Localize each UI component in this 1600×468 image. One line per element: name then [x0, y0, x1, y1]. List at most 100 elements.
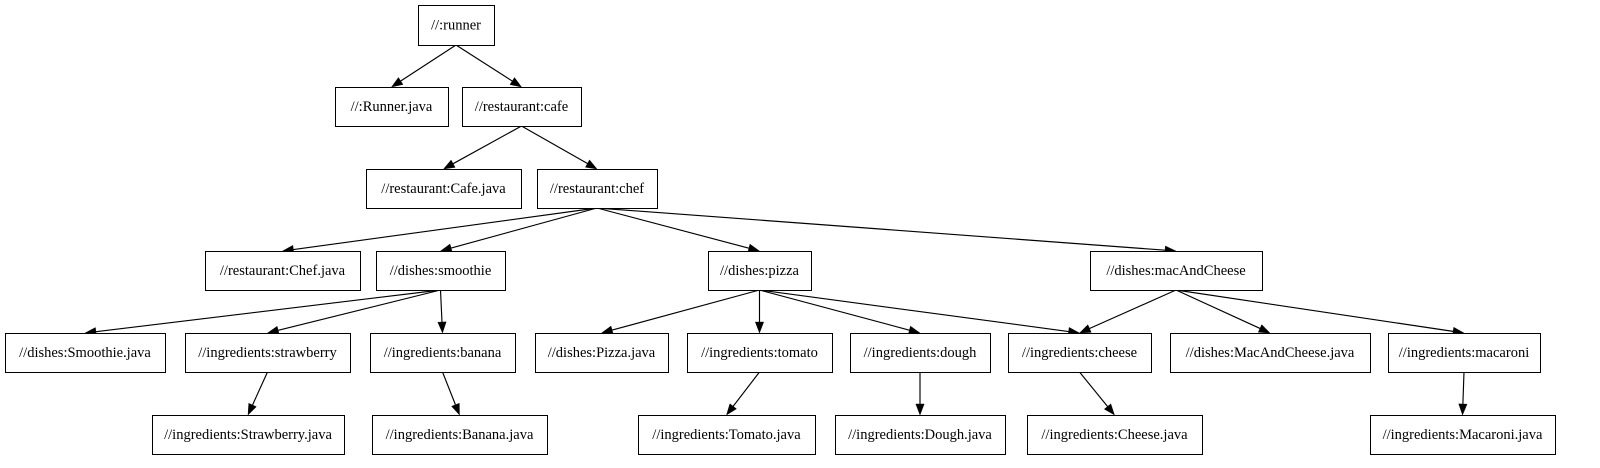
graph-edge: [596, 207, 1166, 251]
graph-node-ing_tomato[interactable]: //ingredients:tomato: [687, 333, 833, 373]
node-label: //restaurant:cafe: [475, 99, 568, 115]
graph-node-ing_dough[interactable]: //ingredients:dough: [850, 333, 991, 373]
graph-node-chef_java[interactable]: //restaurant:Chef.java: [205, 251, 361, 291]
graph-node-restaurant_chef[interactable]: //restaurant:chef: [537, 169, 658, 209]
graph-edge: [452, 125, 522, 165]
graph-node-banana_java[interactable]: //ingredients:Banana.java: [372, 415, 548, 455]
graph-edge-arrowhead: [437, 321, 447, 334]
node-label: //dishes:MacAndCheese.java: [1186, 345, 1355, 361]
node-label: //ingredients:Tomato.java: [652, 427, 801, 443]
node-label: //ingredients:tomato: [701, 345, 818, 361]
node-label: //ingredients:banana: [384, 345, 502, 361]
graph-node-ing_strawberry[interactable]: //ingredients:strawberry: [185, 333, 351, 373]
node-box[interactable]: [537, 169, 658, 209]
node-label: //ingredients:cheese: [1022, 345, 1137, 361]
node-label: //ingredients:strawberry: [198, 345, 337, 361]
graph-node-runner_java[interactable]: //:Runner.java: [335, 87, 449, 127]
node-box[interactable]: [205, 251, 361, 291]
graph-edge-arrowhead: [726, 403, 737, 416]
graph-edge-arrowhead: [1078, 324, 1092, 334]
graph-node-tomato_java[interactable]: //ingredients:Tomato.java: [638, 415, 816, 455]
graph-edge-arrowhead: [600, 325, 614, 335]
node-label: //ingredients:macaroni: [1399, 345, 1529, 361]
graph-edge: [1175, 289, 1454, 332]
graph-edge-arrowhead: [1103, 403, 1115, 416]
node-label: //ingredients:Banana.java: [386, 427, 534, 443]
node-box[interactable]: [835, 415, 1006, 455]
graph-node-macand_java[interactable]: //dishes:MacAndCheese.java: [1170, 333, 1371, 373]
node-box[interactable]: [1370, 415, 1556, 455]
graph-edge-arrowhead: [1257, 324, 1271, 334]
graph-edge: [1462, 371, 1465, 405]
node-box[interactable]: [376, 251, 506, 291]
node-box[interactable]: [1388, 333, 1541, 373]
graph-edge-arrowhead: [908, 325, 921, 335]
node-label: //ingredients:Cheese.java: [1041, 427, 1188, 443]
node-box[interactable]: [708, 251, 812, 291]
graph-node-strawberry_java[interactable]: //ingredients:Strawberry.java: [152, 415, 345, 455]
graph-edge: [732, 371, 760, 407]
node-label: //ingredients:Macaroni.java: [1383, 427, 1543, 443]
graph-node-restaurant_cafe[interactable]: //restaurant:cafe: [462, 87, 582, 127]
node-label: //ingredients:dough: [864, 345, 978, 361]
node-box[interactable]: [462, 87, 582, 127]
node-box[interactable]: [372, 415, 548, 455]
graph-node-dough_java[interactable]: //ingredients:Dough.java: [835, 415, 1006, 455]
graph-edge: [759, 289, 1069, 333]
graph-node-smoothie_java[interactable]: //dishes:Smoothie.java: [5, 333, 166, 373]
node-box[interactable]: [418, 5, 495, 46]
graph-edge: [293, 207, 598, 251]
node-box[interactable]: [850, 333, 991, 373]
graph-node-ing_cheese[interactable]: //ingredients:cheese: [1008, 333, 1152, 373]
edges-layer: [84, 44, 1468, 416]
graph-edge: [611, 289, 760, 331]
node-box[interactable]: [1090, 251, 1263, 291]
graph-node-ing_banana[interactable]: //ingredients:banana: [370, 333, 516, 373]
graph-node-pizza_java[interactable]: //dishes:Pizza.java: [535, 333, 669, 373]
node-label: //restaurant:Chef.java: [220, 263, 346, 279]
node-box[interactable]: [1027, 415, 1203, 455]
node-box[interactable]: [1170, 333, 1371, 373]
node-box[interactable]: [335, 87, 449, 127]
graph-edge: [759, 289, 910, 331]
graph-edge: [278, 289, 441, 331]
node-label: //dishes:Smoothie.java: [19, 345, 151, 361]
node-label: //dishes:Pizza.java: [548, 345, 656, 361]
graph-edge: [455, 44, 513, 82]
graph-edge-arrowhead: [451, 402, 460, 416]
node-box[interactable]: [1008, 333, 1152, 373]
graph-node-cheese_java[interactable]: //ingredients:Cheese.java: [1027, 415, 1203, 455]
graph-node-runner[interactable]: //:runner: [418, 5, 495, 46]
node-box[interactable]: [366, 169, 522, 209]
node-box[interactable]: [370, 333, 516, 373]
node-label: //:Runner.java: [351, 99, 433, 115]
node-label: //restaurant:chef: [550, 181, 644, 197]
node-label: //:runner: [431, 17, 481, 33]
node-box[interactable]: [152, 415, 345, 455]
node-box[interactable]: [5, 333, 166, 373]
graph-node-dishes_smoothie[interactable]: //dishes:smoothie: [376, 251, 506, 291]
node-label: //ingredients:Dough.java: [848, 427, 992, 443]
graph-edge: [400, 44, 457, 82]
graph-edge: [1089, 289, 1177, 330]
nodes-layer: //:runner //:Runner.java //restaurant:cafe…: [5, 5, 1556, 455]
graph-node-dishes_macand[interactable]: //dishes:macAndCheese: [1090, 251, 1263, 291]
graph-edge-arrowhead: [915, 403, 925, 416]
graph-edge: [441, 371, 456, 405]
node-label: //dishes:macAndCheese: [1106, 263, 1245, 279]
graph-node-ing_macaroni[interactable]: //ingredients:macaroni: [1388, 333, 1541, 373]
graph-edge-arrowhead: [247, 402, 257, 416]
node-label: //dishes:smoothie: [390, 263, 492, 279]
node-box[interactable]: [638, 415, 816, 455]
graph-node-macaroni_java[interactable]: //ingredients:Macaroni.java: [1370, 415, 1556, 455]
node-box[interactable]: [535, 333, 669, 373]
node-box[interactable]: [185, 333, 351, 373]
graph-node-cafe_java[interactable]: //restaurant:Cafe.java: [366, 169, 522, 209]
graph-edge: [596, 207, 750, 249]
graph-node-dishes_pizza[interactable]: //dishes:pizza: [708, 251, 812, 291]
node-box[interactable]: [687, 333, 833, 373]
graph-edge: [1079, 371, 1109, 407]
graph-edge-arrowhead: [509, 77, 522, 88]
node-label: //restaurant:Cafe.java: [381, 181, 506, 197]
